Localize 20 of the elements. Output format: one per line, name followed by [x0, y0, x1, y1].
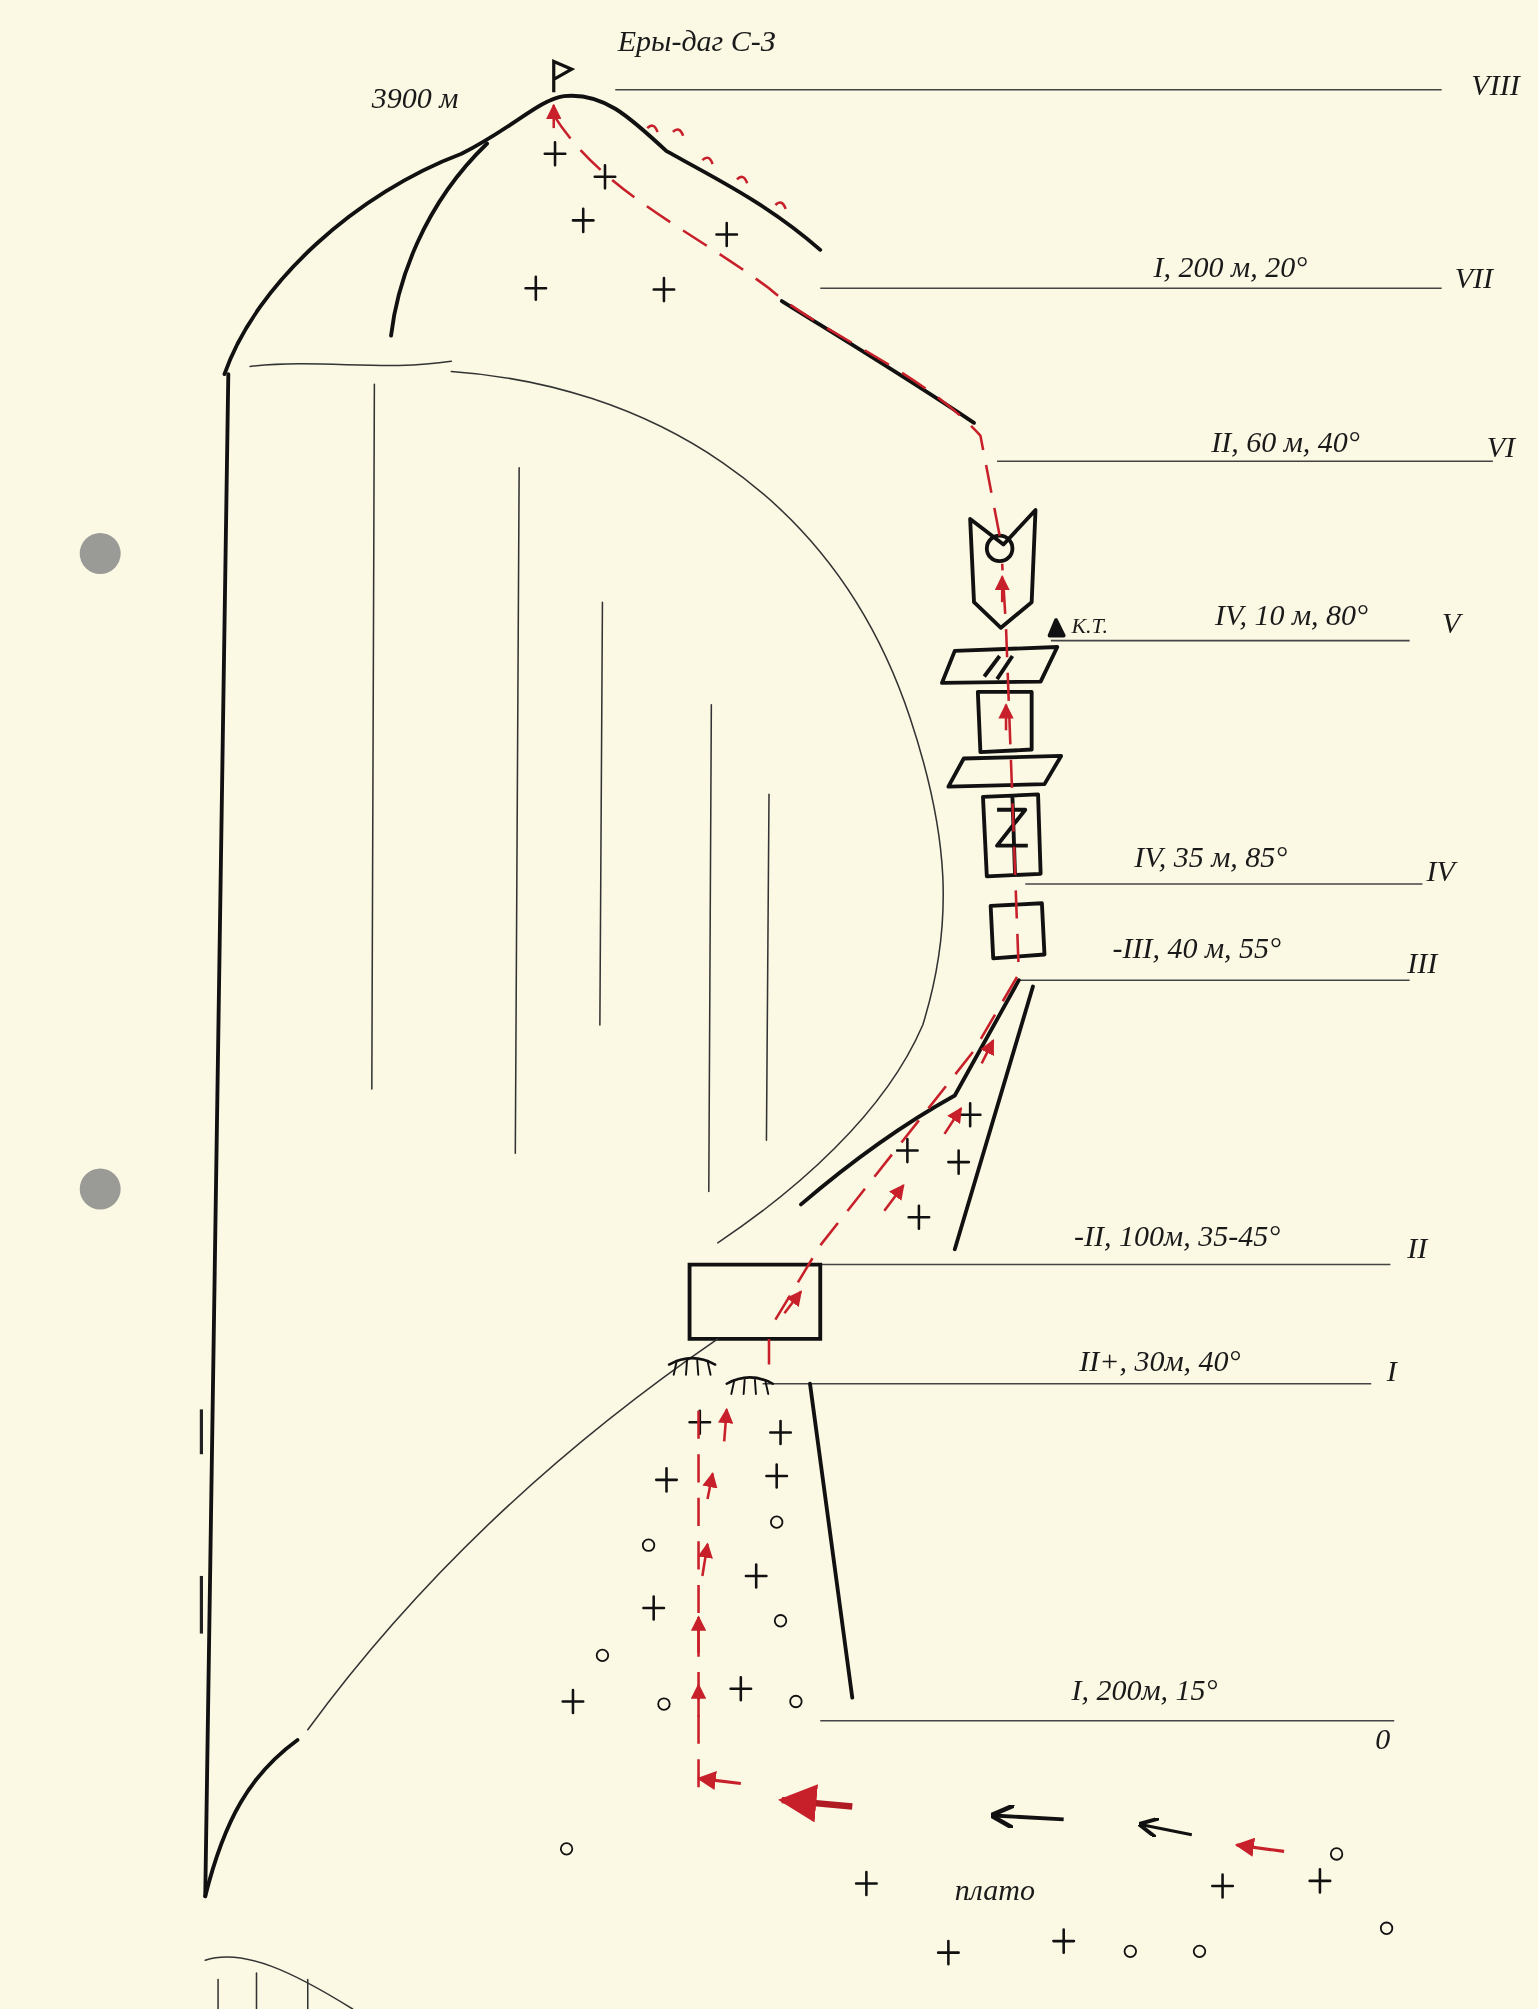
- pitch-label: I, 200м, 15°: [1071, 1675, 1218, 1706]
- grade-label: II: [1407, 1232, 1428, 1263]
- pitch-label: I, 200 м, 20°: [1153, 252, 1308, 283]
- grade-label: VII: [1454, 262, 1493, 293]
- plateau-label: плато: [954, 1875, 1035, 1906]
- belay-label: К.Т.: [1071, 615, 1108, 638]
- pitch-label: IV, 35 м, 85°: [1134, 842, 1288, 873]
- grade-label: VI: [1486, 431, 1516, 462]
- pitch-label: IV, 10 м, 80°: [1215, 599, 1369, 630]
- pitch-label: II, 60 м, 40°: [1211, 426, 1360, 457]
- pitch-label: -III, 40 м, 55°: [1112, 933, 1282, 964]
- altitude-label: 3900 м: [371, 83, 459, 114]
- title: Еры-даг С-З: [617, 25, 776, 56]
- grade-label: III: [1407, 948, 1438, 979]
- grade-label: 0: [1375, 1723, 1391, 1754]
- grade-label: VIII: [1471, 70, 1520, 101]
- grade-label: I: [1386, 1356, 1397, 1386]
- pitch-label: -II, 100м, 35-45°: [1074, 1221, 1281, 1252]
- pitch-label: II+, 30м, 40°: [1079, 1345, 1241, 1376]
- grade-label: V: [1441, 607, 1461, 638]
